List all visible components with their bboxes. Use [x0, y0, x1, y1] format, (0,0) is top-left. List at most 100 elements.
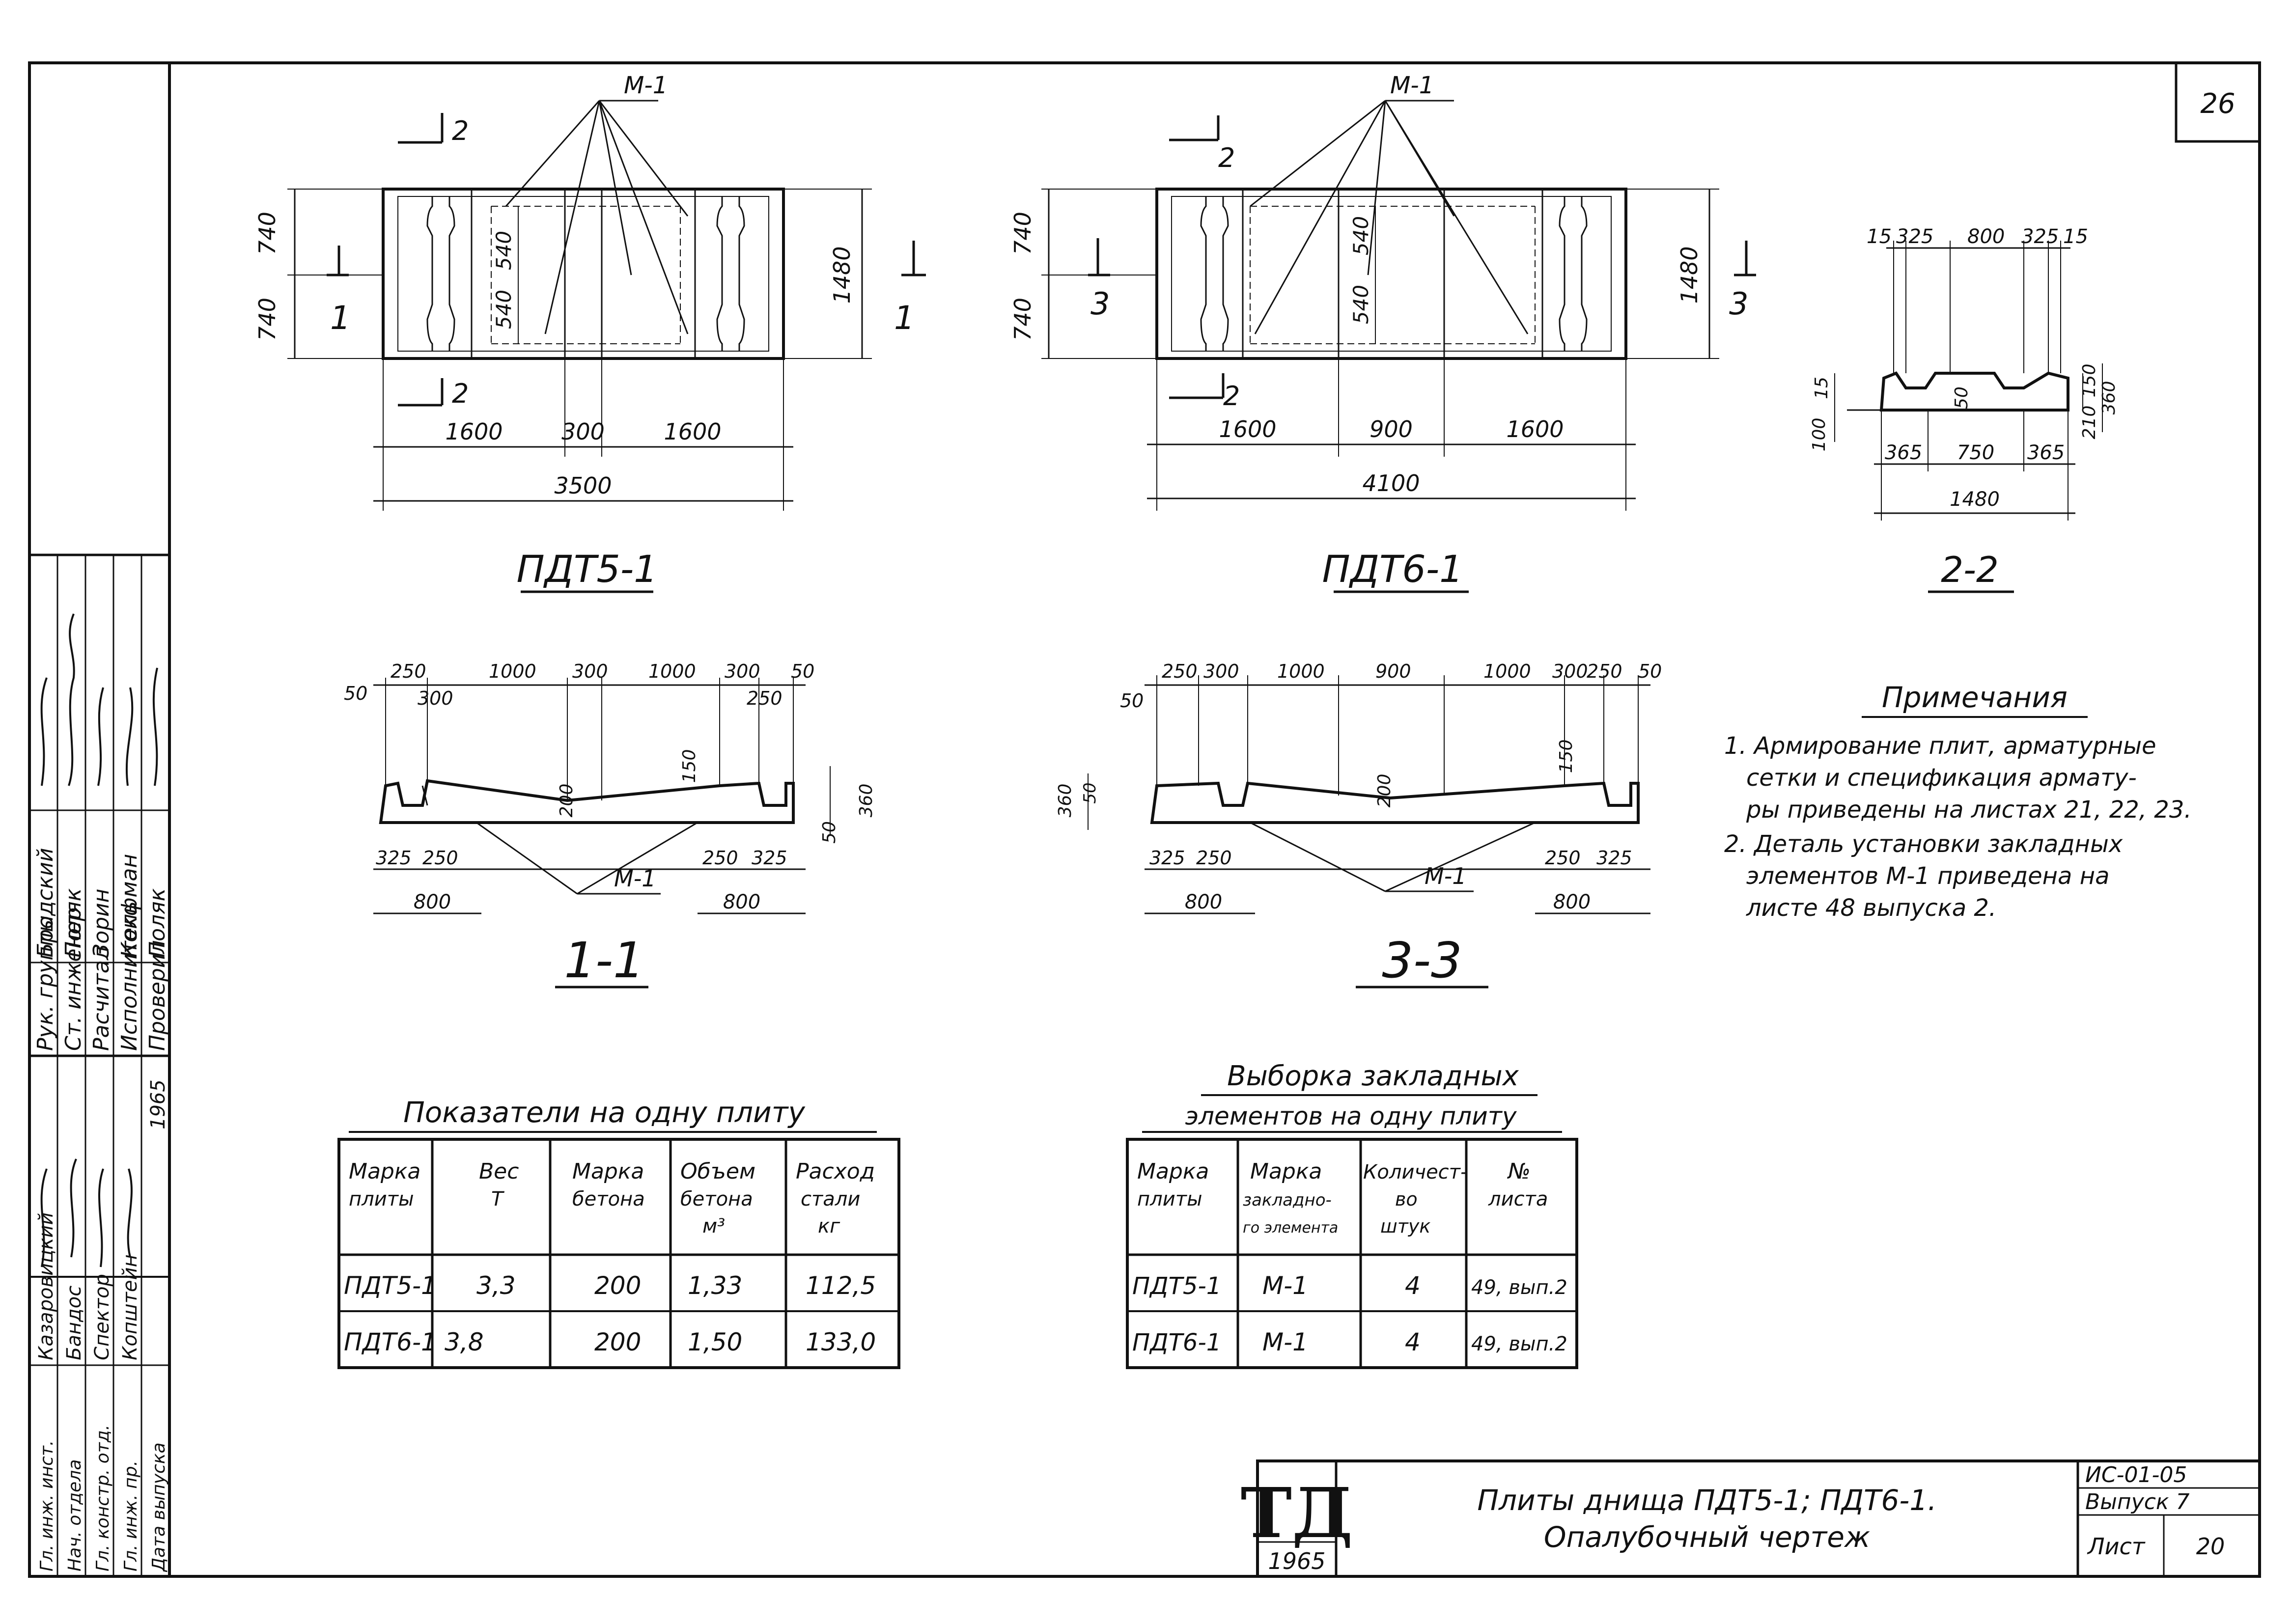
s33-dim-800a: 800 — [1185, 891, 1222, 913]
ind-r1-mark: ПДТ5-1 — [344, 1271, 437, 1300]
ind-h-volume-3: м³ — [702, 1215, 725, 1238]
notes-line-4: 2. Деталь установки закладных — [1724, 830, 2123, 858]
s33-title: 3-3 — [1382, 932, 1462, 989]
stamp-name-left-1: Казаровицкий — [35, 1212, 57, 1360]
table-row: ПДТ5-1 3,3 200 1,33 112,5 — [344, 1271, 876, 1300]
stamp-name-3: Зорин — [89, 889, 114, 958]
emb-r2-mark: ПДТ6-1 — [1132, 1329, 1221, 1356]
ind-r2-mark: ПДТ6-1 — [344, 1328, 437, 1356]
s11-dim-150: 150 — [679, 749, 699, 783]
emb-r1-element: М-1 — [1262, 1271, 1308, 1300]
sheet-label: Лист — [2087, 1533, 2146, 1560]
pdt5-cut-1-right: 1 — [894, 299, 915, 337]
pdt6-dim-half-a: 740 — [1009, 212, 1036, 255]
s33-top-dim-8: 50 — [1638, 661, 1662, 682]
side-stamp: Рук. группы Ст. инженер Расчитал Исполни… — [28, 553, 171, 1578]
section-1-1: 250 1000 300 1000 300 50 300 250 50 150 … — [344, 661, 876, 989]
stamp-name-1: Бродский — [33, 848, 58, 958]
notes-line-2: сетки и спецификация армату- — [1746, 764, 2137, 792]
s33-top-dim-7: 250 — [1587, 661, 1622, 682]
pdt6-dim-half-b: 740 — [1009, 298, 1036, 341]
title-block: ТД 1965 Плиты днища ПДТ5-1; ПДТ6-1. Опал… — [1241, 1459, 2261, 1578]
emb-r1-sheet: 49, вып.2 — [1471, 1276, 1567, 1299]
pdt5-plan-view: М-1 2 2 1 1 740 740 540 540 1480 1600 30… — [254, 72, 926, 593]
s33-bottom-left-1: 325 — [1149, 847, 1185, 869]
pdt6-dim-height: 1480 — [1676, 246, 1703, 303]
notes-title: Примечания — [1882, 681, 2068, 714]
stamp-name-2: Поляк — [61, 888, 86, 958]
ind-h-mark-2: плиты — [349, 1188, 414, 1211]
ind-h-weight-1: Вес — [479, 1159, 519, 1184]
s22-dim-50: 50 — [1952, 386, 1972, 409]
s33-dim-50b: 50 — [1080, 782, 1100, 803]
title-line-1: Плиты днища ПДТ5-1; ПДТ6-1. — [1477, 1484, 1936, 1517]
embedded-elements-table: Выборка закладных элементов на одну плит… — [1126, 1060, 1578, 1369]
pdt5-title: ПДТ5-1 — [516, 547, 657, 591]
table-row: ПДТ5-1 М-1 4 49, вып.2 — [1132, 1271, 1567, 1300]
ind-h-steel-2: стали — [801, 1188, 860, 1211]
stamp-name-5: Поляк — [145, 888, 170, 958]
s11-dim-50: 50 — [344, 683, 367, 704]
embedded-table-title-2: элементов на одну плиту — [1185, 1102, 1517, 1130]
stamp-role-4: Исполнитель — [117, 901, 142, 1051]
s11-dim-50b: 50 — [819, 821, 839, 844]
s11-top-dim2-1: 300 — [418, 688, 453, 709]
ind-r1-volume: 1,33 — [688, 1271, 742, 1300]
s22-dim-360: 360 — [2099, 381, 2119, 415]
s33-m1-label: М-1 — [1425, 863, 1467, 889]
notes-line-1: 1. Армирование плит, арматурные — [1724, 732, 2156, 760]
pdt5-cut-1-left: 1 — [330, 299, 351, 337]
stamp-year: 1965 — [147, 1079, 169, 1129]
s11-top-dim-1: 250 — [391, 661, 426, 682]
emb-r2-qty: 4 — [1405, 1328, 1421, 1356]
s22-dim-15: 15 — [1812, 377, 1832, 399]
stamp-role-5: Проверил — [145, 940, 170, 1051]
s33-bottom-left-2: 250 — [1196, 847, 1232, 869]
s22-title: 2-2 — [1941, 549, 1999, 590]
ind-h-volume-1: Объем — [680, 1159, 755, 1184]
emb-r1-qty: 4 — [1405, 1271, 1421, 1300]
s33-top-dim-5: 1000 — [1483, 661, 1531, 682]
emb-h-element-1: Марка — [1250, 1159, 1322, 1184]
pdt6-dim-total: 4100 — [1362, 470, 1420, 496]
emb-h-qty-1: Количест- — [1363, 1161, 1467, 1184]
s33-top-dim-6: 300 — [1552, 661, 1588, 682]
pdt6-dim-mid: 900 — [1370, 416, 1413, 442]
emb-h-element-2: закладно- — [1243, 1190, 1332, 1210]
stamp-name-left-3: Спектор — [91, 1274, 113, 1360]
s22-top-dim-2: 325 — [1896, 225, 1933, 248]
s22-dim-100: 100 — [1809, 418, 1829, 452]
stamp-role-left-1: Гл. инж. инст. — [37, 1440, 57, 1571]
pdt5-dim-half-a: 740 — [254, 212, 280, 255]
s11-m1-label: М-1 — [614, 865, 656, 892]
pdt5-dim-inner-a: 540 — [492, 231, 516, 270]
s11-top-dim-5: 300 — [725, 661, 760, 682]
s11-title: 1-1 — [564, 932, 644, 989]
ind-r1-concrete: 200 — [594, 1271, 641, 1300]
emb-h-mark-1: Марка — [1137, 1159, 1209, 1184]
pdt5-m1-label: М-1 — [624, 72, 668, 99]
table-row: ПДТ6-1 М-1 4 49, вып.2 — [1132, 1328, 1567, 1356]
ind-h-volume-2: бетона — [680, 1188, 753, 1211]
pdt5-dim-half-b: 740 — [254, 298, 280, 341]
pdt6-dim-left: 1600 — [1219, 416, 1276, 442]
s11-top-dim2-2: 250 — [747, 688, 783, 709]
emb-h-mark-2: плиты — [1137, 1188, 1202, 1211]
ind-h-steel-1: Расход — [796, 1159, 875, 1184]
emb-r2-element: М-1 — [1262, 1328, 1308, 1356]
stamp-role-1: Рук. группы — [33, 915, 58, 1051]
stamp-name-left-2: Бандос — [63, 1286, 85, 1360]
s22-top-dim-1: 15 — [1867, 225, 1892, 248]
emb-h-element-3: го элемента — [1243, 1219, 1338, 1237]
issue-number: Выпуск 7 — [2085, 1489, 2189, 1514]
s33-dim-150: 150 — [1556, 740, 1576, 773]
s22-bottom-dim-2: 750 — [1957, 441, 1994, 464]
stamp-role-left-3: Гл. констр. отд. — [93, 1425, 113, 1571]
ind-h-steel-3: кг — [818, 1215, 840, 1238]
ind-r2-steel: 133,0 — [806, 1328, 876, 1356]
ind-r1-weight: 3,3 — [476, 1271, 516, 1300]
indicators-table: Показатели на одну плиту Марка плиты Вес… — [337, 1096, 900, 1369]
doc-code: ИС-01-05 — [2085, 1462, 2187, 1487]
